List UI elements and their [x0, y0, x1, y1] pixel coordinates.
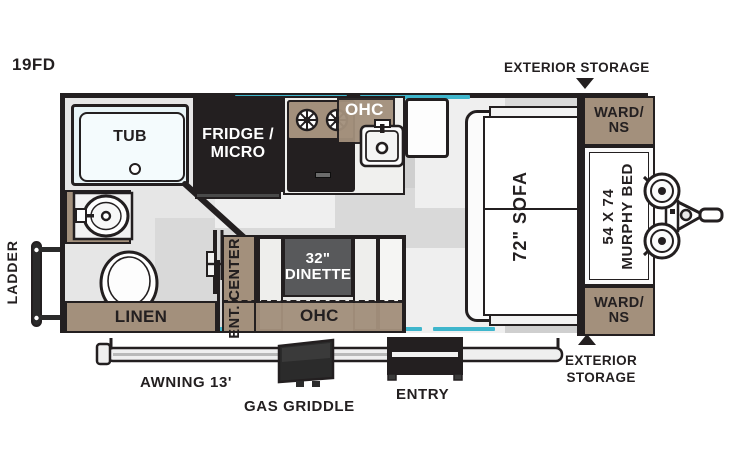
front-partition-wall	[577, 96, 584, 336]
sofa-back-bottom	[489, 314, 579, 326]
gas-griddle-label: GAS GRIDDLE	[244, 398, 355, 415]
dinette-label: 32" DINETTE	[284, 249, 352, 283]
awning-label: AWNING 13'	[140, 374, 233, 391]
dinette-table: 32" DINETTE	[283, 237, 353, 297]
fridge-counter-edge	[195, 192, 281, 199]
burner-icon	[295, 108, 319, 132]
coach-body: TUB LINEN	[60, 93, 655, 339]
bath-wall	[217, 260, 220, 333]
wardrobe-nightstand-top: WARD/ NS	[583, 96, 655, 146]
triangle-down-icon	[576, 78, 594, 89]
window-strip-top-2	[360, 95, 470, 99]
fridge-micro-unit: FRIDGE / MICRO	[193, 96, 283, 192]
wardrobe-nightstand-bottom: WARD/ NS	[583, 286, 655, 336]
ladder-icon	[30, 238, 64, 330]
sofa-back-top	[489, 106, 579, 118]
ohc-dinette-label: OHC	[300, 306, 339, 325]
side-counter	[405, 98, 449, 158]
gas-griddle-icon	[276, 336, 338, 388]
entry-label: ENTRY	[396, 386, 450, 403]
oven-handle	[315, 172, 331, 178]
ward-ns-bottom-label: WARD/ NS	[594, 294, 644, 326]
murphy-bed: 54 X 74 MURPHY BED	[583, 146, 655, 286]
ohc-kitchen-label: OHC	[345, 100, 384, 119]
ent-center-label-top: ENT. CENTER	[227, 238, 243, 339]
linen-cabinet: LINEN	[65, 301, 217, 333]
sofa-label: 72" SOFA	[510, 171, 530, 262]
exterior-storage-bottom-label: EXTERIOR STORAGE	[565, 353, 638, 385]
sofa-cushion-split	[483, 208, 583, 210]
entry-steps-icon	[386, 336, 464, 382]
sink-icon	[359, 119, 405, 168]
tub-fixture: TUB	[71, 104, 189, 186]
window-strip-bottom-3	[433, 327, 495, 331]
ohc-dashed-line	[222, 300, 404, 302]
triangle-up-icon	[578, 334, 596, 345]
model-number-label: 19FD	[12, 55, 56, 74]
tub-drain-icon	[129, 163, 141, 175]
tub-label: TUB	[113, 128, 147, 145]
murphy-bed-label: 54 X 74 MURPHY BED	[600, 162, 636, 270]
dinette-overhead-cabinet	[222, 301, 404, 333]
sofa-cushions	[483, 116, 583, 316]
linen-label: LINEN	[114, 307, 168, 327]
ward-ns-top-label: WARD/ NS	[594, 104, 644, 136]
a-frame-hitch-icon	[642, 163, 730, 269]
ent-center-outline	[222, 235, 256, 333]
ladder-label: LADDER	[4, 240, 20, 305]
lavatory-sink-icon	[72, 190, 135, 244]
fridge-micro-label: FRIDGE / MICRO	[202, 125, 274, 161]
exterior-storage-top-label: EXTERIOR STORAGE	[504, 60, 650, 75]
